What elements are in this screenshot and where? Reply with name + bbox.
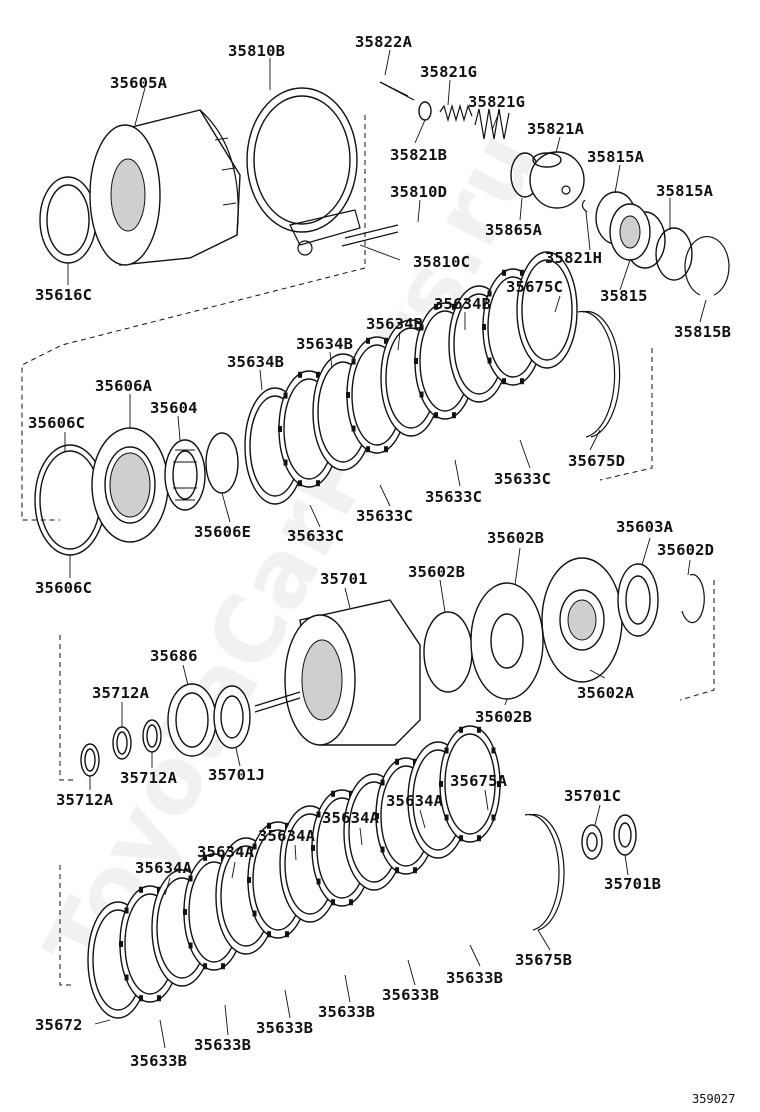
label-35675c: 35675C [506,278,563,296]
part-35821g-spring-outer [439,103,473,123]
label-35633b-1: 35633B [446,969,503,987]
part-35604-sprag [164,439,206,511]
part-35602b-ring-small [423,611,473,693]
part-35712a-ring-1 [80,743,100,777]
part-35815a-ring-b [655,227,693,281]
label-35616c: 35616C [35,286,92,304]
label-35686: 35686 [150,647,198,665]
label-35633c-2: 35633C [425,488,482,506]
group-outlines [21,115,715,986]
part-35602b-disc [470,582,544,700]
label-35815b: 35815B [674,323,731,341]
part-35602a-drum [541,557,623,683]
label-35821h: 35821H [545,249,602,267]
clutch-pack-lower [87,725,501,1019]
label-35634a-5: 35634A [135,859,193,877]
label-35701j: 35701J [208,766,265,784]
part-labels: 35605A 35810B 35822A 35821G 35821G 35821… [28,33,731,1070]
label-35815: 35815 [600,287,648,305]
label-35810c: 35810C [413,253,470,271]
part-35675b-snap-ring [524,813,565,931]
label-35675d: 35675D [568,452,625,470]
clutch-pack-upper [244,251,578,505]
label-35603a: 35603A [616,518,674,536]
label-35701: 35701 [320,570,368,588]
label-35633b-3: 35633B [318,1003,375,1021]
part-35606a-hub [91,427,169,543]
part-35821a-piston [529,151,585,209]
label-35604: 35604 [150,399,198,417]
lower-clutch-plate-12 [439,725,501,843]
part-35821g-spring-inner [474,108,510,140]
part-35605a-drum [89,109,241,266]
label-35602d: 35602D [657,541,714,559]
label-35633b-4: 35633B [256,1019,313,1037]
part-35822a-pin [379,81,415,101]
label-35633c-3: 35633C [356,507,413,525]
label-35602b-1: 35602B [487,529,544,547]
label-35810b: 35810B [228,42,285,60]
label-35602b-3: 35602B [475,708,532,726]
label-35606a: 35606A [95,377,153,395]
label-35634a-4: 35634A [197,843,255,861]
label-35606c-2: 35606C [35,579,92,597]
part-35815-piston [609,203,666,269]
label-35634b-1: 35634B [434,295,491,313]
label-35634b-2: 35634B [366,315,423,333]
label-35634b-3: 35634B [296,335,353,353]
part-35701j-bearing [213,685,251,749]
part-35821h-clip [581,199,588,213]
label-35822a: 35822A [355,33,413,51]
label-35672: 35672 [35,1016,83,1034]
label-35633b-5: 35633B [194,1036,251,1054]
label-35633b-6: 35633B [130,1052,187,1070]
label-35701b: 35701B [604,875,661,893]
label-35675b: 35675B [515,951,572,969]
label-35821g-2: 35821G [468,93,525,111]
part-35602d-snap-ring [681,573,705,624]
leader-lines [64,49,707,1049]
label-35634a-3: 35634A [258,827,316,845]
label-35815a-2: 35815A [656,182,714,200]
label-35633c-1: 35633C [494,470,551,488]
label-35602a: 35602A [577,684,635,702]
figure-number: 359027 [692,1092,735,1106]
label-35821g-1: 35821G [420,63,477,81]
part-35603a-sprag [617,563,659,637]
label-35712a-3: 35712A [56,791,114,809]
label-35606c-1: 35606C [28,414,85,432]
part-35810b-brake-band [246,87,399,256]
label-35634a-2: 35634A [322,809,380,827]
part-35701b-bearing [613,814,637,856]
part-35606e-snap-ring [205,432,239,494]
label-35602b-2: 35602B [408,563,465,581]
label-35633b-2: 35633B [382,986,439,1004]
part-35821b-washer [418,101,432,121]
part-35815b-snap-ring [684,235,730,296]
upper-clutch-plate-9 [516,251,578,369]
label-35712a-1: 35712A [92,684,150,702]
part-35701-planetary [254,599,421,746]
label-35815a-1: 35815A [587,148,645,166]
part-35675d-snap-ring [577,310,621,438]
label-35701c: 35701C [564,787,621,805]
part-35616c-plate [39,176,97,264]
part-35701c-washer [581,824,603,860]
label-35605a: 35605A [110,74,168,92]
label-35606e: 35606E [194,523,251,541]
label-35712a-2: 35712A [120,769,178,787]
part-35712a-ring-2 [112,726,132,760]
label-35634b-4: 35634B [227,353,284,371]
part-35686-bushing [167,683,217,757]
label-35810d: 35810D [390,183,447,201]
label-35821a: 35821A [527,120,585,138]
label-35821b: 35821B [390,146,447,164]
label-35633c-4: 35633C [287,527,344,545]
label-35675a: 35675A [450,772,508,790]
label-35865a: 35865A [485,221,543,239]
label-35634a-1: 35634A [386,792,444,810]
